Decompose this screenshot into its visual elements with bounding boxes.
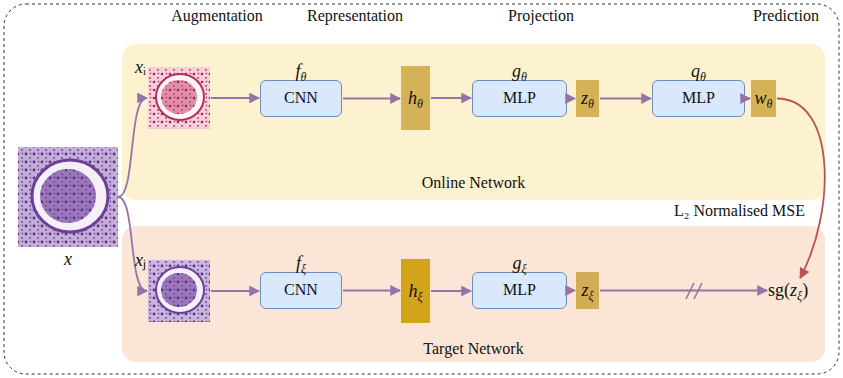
symbol-glyph: z (790, 280, 797, 300)
symbol-glyph: s (768, 280, 775, 300)
symbol-glyph: θ (767, 97, 773, 111)
symbol-label: gξ (512, 253, 526, 274)
symbol-glyph: θ (700, 70, 706, 84)
symbol-glyph: f (296, 253, 301, 273)
feature-vector: hθ (401, 66, 430, 130)
block-label: CNN (284, 281, 318, 299)
symbol-label: xⱼ (135, 250, 146, 271)
symbol-glyph: h (408, 88, 417, 108)
feature-vector: zθ (576, 80, 599, 117)
flow-arrow (211, 290, 259, 292)
feature-vector: zξ (576, 272, 599, 309)
symbol-label: xᵢ (135, 57, 146, 78)
symbol-glyph: ⱼ (143, 250, 146, 270)
symbol-glyph: x (64, 249, 72, 269)
feature-vector: hξ (401, 259, 430, 323)
network-block: qθMLP (652, 80, 745, 117)
symbol-glyph: θ (417, 97, 423, 111)
symbol-glyph: x (135, 57, 143, 77)
symbol-glyph: z (581, 280, 588, 300)
stage-heading: Augmentation (171, 7, 263, 25)
flow-arrow (343, 290, 400, 292)
network-label: Target Network (122, 340, 825, 358)
symbol-label: sg(zξ) (768, 280, 808, 301)
loss-label: L₂ Normalised MSE (674, 202, 805, 220)
stage-heading: Representation (307, 7, 403, 25)
symbol-label: qθ (691, 61, 706, 82)
symbol-glyph: f (296, 61, 301, 81)
block-label: MLP (503, 89, 536, 107)
outer-frame (4, 4, 839, 374)
block-label: CNN (284, 89, 318, 107)
symbol-label: zξ (581, 280, 593, 301)
flow-arrow (600, 98, 651, 100)
network-block: fξCNN (260, 272, 342, 309)
symbol-label: fθ (296, 61, 307, 82)
block-label: MLP (682, 89, 715, 107)
flow-arrow (211, 97, 259, 99)
symbol-label: wθ (755, 88, 773, 109)
stage-heading: Prediction (753, 7, 819, 25)
flow-arrow (568, 98, 575, 100)
network-band: Online NetworkxᵢfθCNNhθgθMLPzθqθMLPwθ (122, 44, 825, 200)
symbol-glyph: g (512, 253, 521, 273)
flow-arrow (600, 290, 767, 292)
symbol-glyph: θ (588, 97, 594, 111)
augmented-image (148, 67, 210, 129)
symbol-glyph: q (691, 61, 700, 81)
network-block: gξMLP (472, 272, 567, 309)
network-label: Online Network (122, 174, 825, 192)
symbol-glyph: ) (802, 280, 808, 300)
symbol-glyph: ξ (417, 290, 422, 304)
symbol-glyph: h (408, 281, 417, 301)
output-term: sg(zξ) (768, 280, 808, 301)
tissue-image (18, 147, 118, 247)
flow-arrow (568, 290, 575, 292)
network-block: fθCNN (260, 80, 342, 117)
flow-arrow (746, 98, 750, 100)
symbol-label: hξ (408, 281, 422, 302)
symbol-label: x (64, 249, 72, 270)
symbol-glyph: g (775, 280, 784, 300)
symbol-glyph: g (512, 61, 521, 81)
symbol-glyph: ᵢ (143, 57, 146, 77)
symbol-glyph: ξ (588, 289, 593, 303)
augmented-image (148, 260, 210, 322)
symbol-glyph: ξ (521, 262, 526, 276)
flow-arrow (431, 290, 471, 292)
flow-arrow (343, 98, 400, 100)
symbol-glyph: ξ (797, 289, 802, 303)
symbol-label: gθ (512, 61, 527, 82)
symbol-glyph: ξ (301, 262, 306, 276)
symbol-label: hθ (408, 88, 423, 109)
symbol-label: zθ (581, 88, 594, 109)
symbol-glyph: ( (784, 280, 790, 300)
flow-arrow (431, 97, 471, 99)
symbol-glyph: θ (301, 70, 307, 84)
stage-heading: Projection (508, 7, 574, 25)
feature-vector: wθ (751, 80, 776, 117)
network-band: Target NetworkxⱼfξCNNhξgξMLPzξsg(zξ) (122, 226, 825, 362)
symbol-glyph: z (581, 88, 588, 108)
symbol-glyph: θ (521, 70, 527, 84)
symbol-label: fξ (296, 253, 306, 274)
network-block: gθMLP (472, 80, 567, 117)
symbol-glyph: w (755, 88, 767, 108)
block-label: MLP (503, 281, 536, 299)
symbol-glyph: x (135, 250, 143, 270)
